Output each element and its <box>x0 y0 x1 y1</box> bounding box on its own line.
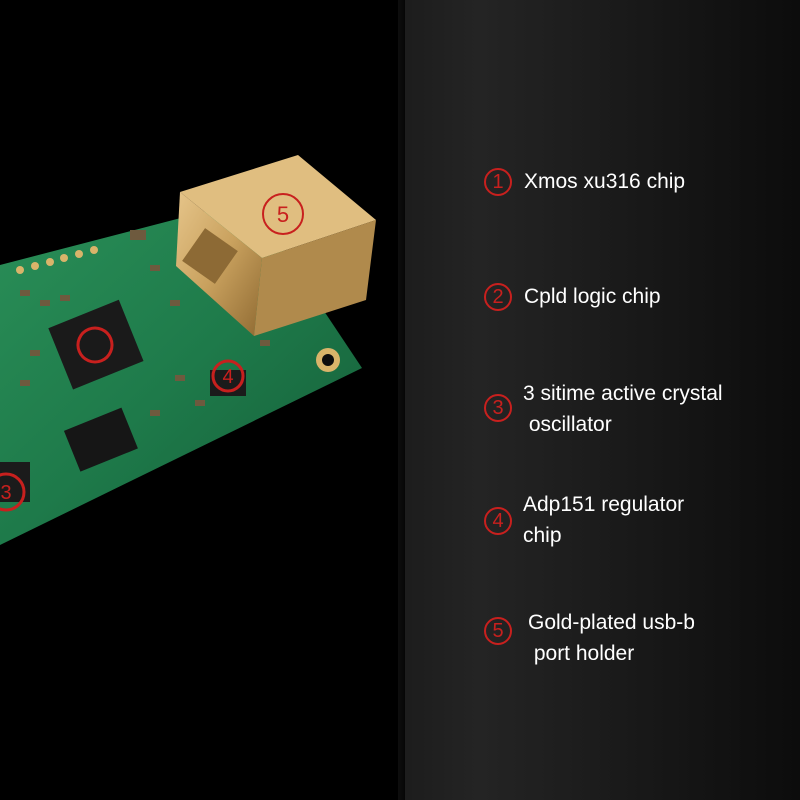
feature-item: 5 Gold-plated usb-b port holder <box>484 607 784 669</box>
board-marker-5: 5 <box>277 202 289 227</box>
feature-label: Gold-plated usb-b <box>528 611 695 634</box>
board-marker-3: 3 <box>0 482 11 504</box>
feature-label: Xmos xu316 chip <box>524 170 686 193</box>
cpld-chip <box>63 407 138 472</box>
usb-b-port: 5 <box>176 155 376 336</box>
header-pins <box>16 246 98 274</box>
feature-label: 3 sitime active crystal <box>523 382 723 405</box>
smd-components <box>20 230 270 416</box>
feature-label: Adp151 regulator <box>523 493 685 516</box>
feature-number-badge: 2 <box>484 283 512 311</box>
panel-divider-shadow <box>385 0 405 800</box>
feature-number-badge: 5 <box>484 617 512 645</box>
feature-label: Cpld logic chip <box>524 285 661 308</box>
regulator-marker: 4 <box>210 359 246 396</box>
feature-label-continued: port holder <box>528 642 635 665</box>
pcb-board-photo: 4 3 5 <box>0 155 376 545</box>
feature-number-badge: 3 <box>484 394 512 422</box>
feature-number-badge: 4 <box>484 507 512 535</box>
feature-label-continued: oscillator <box>523 413 612 436</box>
feature-panel-background <box>398 0 800 800</box>
feature-label-continued: chip <box>523 524 562 547</box>
feature-item: 4 Adp151 regulator chip <box>484 489 784 551</box>
feature-number-badge: 1 <box>484 168 512 196</box>
feature-item: 2 Cpld logic chip <box>484 281 784 312</box>
feature-item: 3 3 sitime active crystal oscillator <box>484 378 784 440</box>
board-marker-4: 4 <box>222 366 233 388</box>
feature-item: 1 Xmos xu316 chip <box>484 166 784 197</box>
crystal-marker: 3 <box>0 462 30 512</box>
xmos-chip <box>48 299 144 390</box>
